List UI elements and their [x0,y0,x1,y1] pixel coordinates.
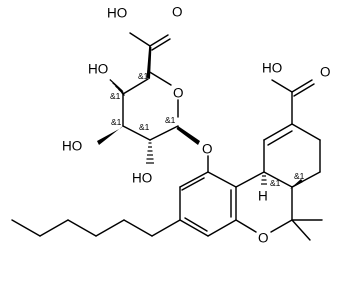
atom-sugar-acid-o: O [172,5,183,20]
hash-c2-oh [146,142,154,164]
bond-c2-c3 [122,125,151,141]
wedge-c1-o [176,126,200,145]
atom-ho-c4: HO [88,62,108,77]
aromatic-ring [179,155,237,237]
bond-cooh-oh [129,32,151,47]
cyclohexene-ring [263,123,321,188]
atom-right-acid-ho: HO [262,61,282,76]
stereo-c1: &1 [165,115,176,125]
right-carboxyl [271,79,315,125]
atom-sugar-acid-ho: HO [107,6,127,21]
sugar-ring [122,70,179,141]
atom-chromene-o: O [258,231,269,246]
stereo-c3: &1 [111,117,122,127]
pentyl-chain [11,219,181,237]
stereo-c10a: &1 [270,178,281,188]
stereo-c6a: &1 [294,171,305,181]
stereo-c4: &1 [110,91,121,101]
stereo-c2: &1 [139,122,150,132]
wedge-c3-oh [97,126,123,145]
stereo-c5: &1 [138,71,149,81]
atom-ho-c3: HO [62,139,82,154]
wedge-c6a [290,179,303,189]
bond-c1-c2 [149,125,179,141]
hash-ring-h [261,175,267,185]
hash-c4-oh [109,79,125,96]
wedge-c5-cooh [146,46,152,79]
atom-ring-h: H [258,189,268,204]
atom-ring-o: O [173,86,184,101]
bond-c4-c5 [122,78,149,95]
atom-glyco-o: O [202,142,213,157]
bond-cooh-o-1 [149,34,169,47]
sugar-carboxyl [129,32,171,79]
atom-right-acid-o: O [320,65,331,80]
bond-cooh-o-2 [151,38,171,51]
atom-ho-c2: HO [132,171,152,186]
bond-c5-ringo [147,70,172,86]
pyran-ring [235,171,323,241]
